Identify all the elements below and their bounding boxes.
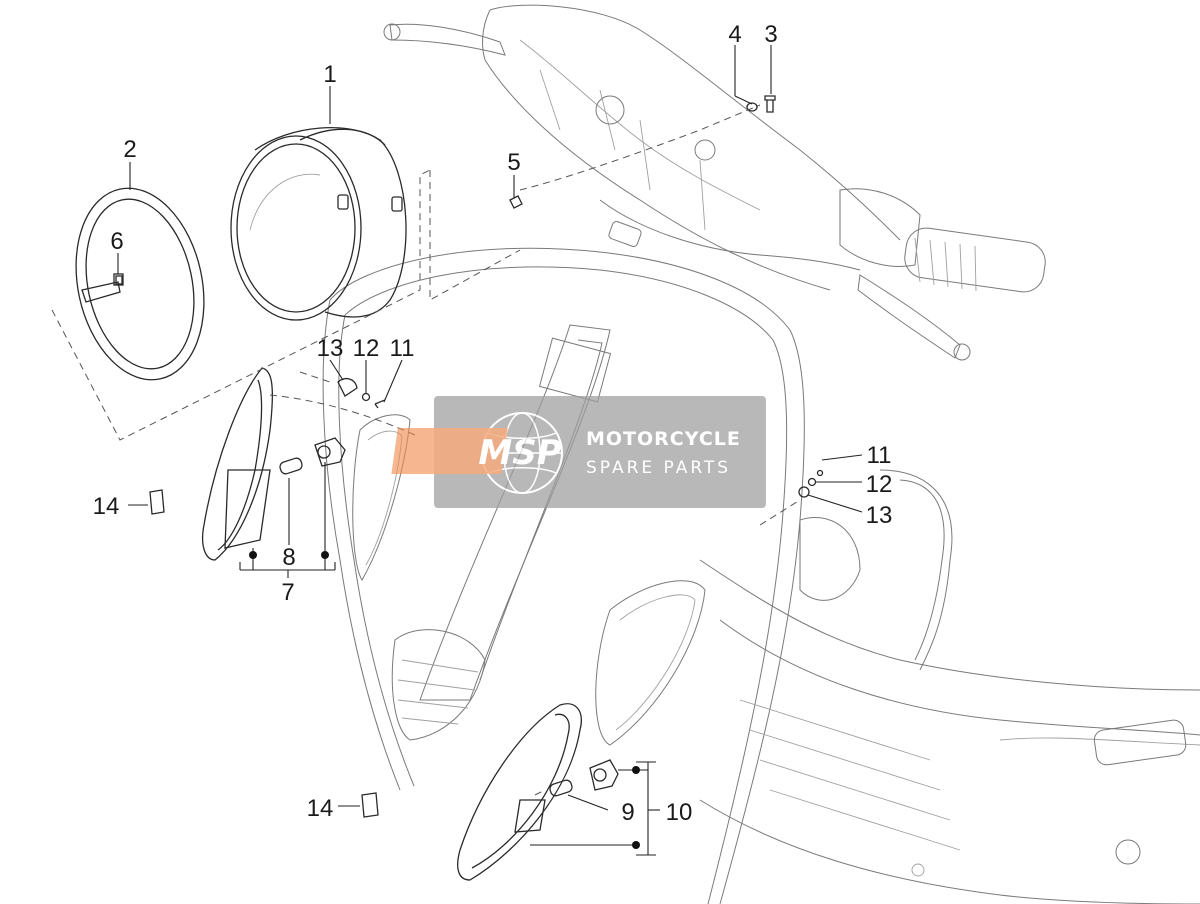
callout-2: 2 [123,136,136,163]
watermark: MSP MOTORCYCLE SPARE PARTS [391,396,766,508]
watermark-title: MOTORCYCLE [586,428,741,450]
callout-11-right: 11 [867,442,892,469]
callout-numbers: 1 2 3 4 5 6 7 8 9 10 13 12 11 11 12 13 1… [93,21,893,826]
callout-14-lower: 14 [307,795,334,822]
part-7-left-indicator [201,367,274,561]
callout-3: 3 [764,21,777,48]
callout-13-left: 13 [317,335,344,362]
callout-5: 5 [507,149,520,176]
part-2-headlamp-rim [75,187,205,381]
watermark-box [434,396,766,508]
callout-11-left: 11 [390,335,415,362]
callout-9: 9 [621,799,634,826]
watermark-subtitle: SPARE PARTS [586,458,731,478]
callout-leaders [117,45,863,856]
callout-6: 6 [110,228,123,255]
callout-12-left: 12 [353,335,380,362]
scooter-body-outline [322,247,1200,904]
watermark-logo-text: MSP [478,433,561,473]
callout-14-upper: 14 [93,493,120,520]
part-10-right-indicator [457,703,582,881]
part-1-headlamp-unit [230,127,407,321]
callout-10: 10 [666,799,693,826]
handlebar-assembly [383,4,1046,361]
callout-7: 7 [281,579,294,606]
callout-1: 1 [323,61,336,88]
callout-4: 4 [728,21,741,48]
callout-13-right: 13 [866,502,893,529]
assembly-lines [51,104,801,796]
callout-8: 8 [282,544,295,571]
callout-12-right: 12 [866,471,893,498]
msp-logo-badge [391,428,508,474]
